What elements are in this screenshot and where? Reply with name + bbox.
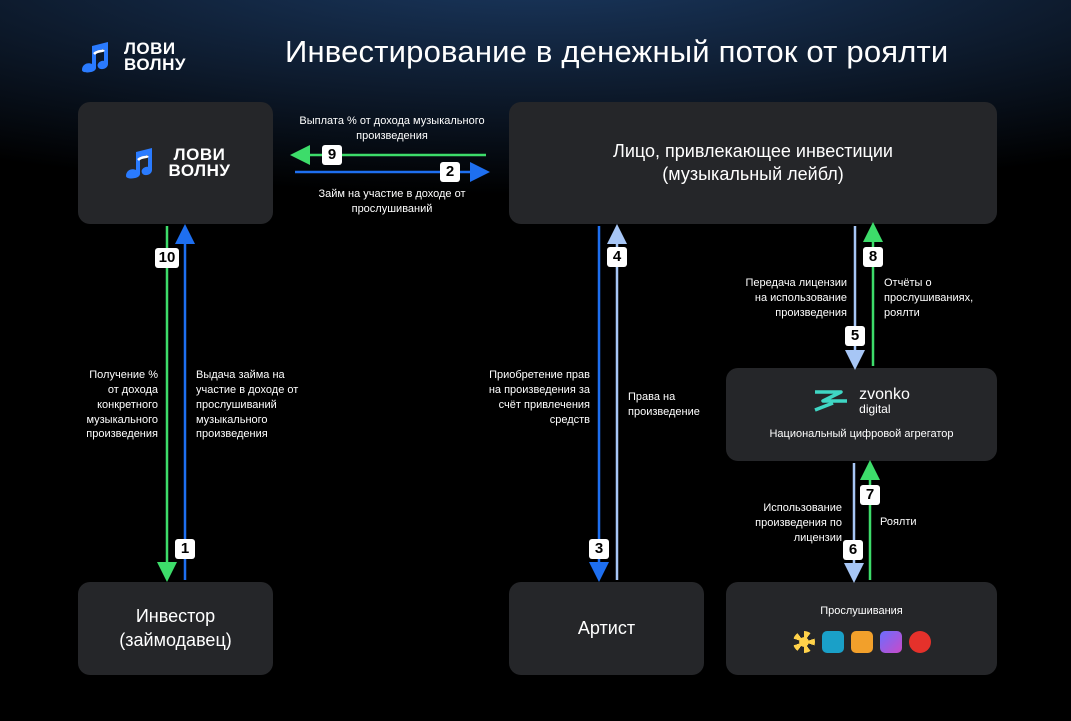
- step-2: 2: [440, 162, 460, 182]
- step-4: 4: [607, 247, 627, 267]
- logo-line1: ЛОВИ: [124, 38, 176, 58]
- wave-note-icon: [82, 42, 108, 73]
- logo-line2: ВОЛНУ: [168, 161, 231, 180]
- step-1: 1: [175, 539, 195, 559]
- lovi-volnu-box: ЛОВИ ВОЛНУ: [78, 102, 273, 224]
- step-7: 7: [860, 485, 880, 505]
- zvonko-line1: zvonko: [859, 386, 910, 404]
- services-row: [792, 630, 931, 653]
- step-9: 9: [322, 145, 342, 165]
- artist-box: Артист: [509, 582, 704, 675]
- step-6: 6: [843, 540, 863, 560]
- label-entity-text: Лицо, привлекающее инвестиции (музыкальн…: [613, 140, 893, 184]
- caption-7: Роялти: [880, 516, 917, 528]
- vk-music-icon: [821, 630, 844, 653]
- caption-2: Займ на участие в доходе от прослушивани…: [318, 188, 466, 215]
- caption-10: Получение % от дохода конкретного музыка…: [86, 369, 158, 441]
- aggregator-box: zvonko digital Национальный цифровой агр…: [726, 368, 997, 461]
- page-title: Инвестирование в денежный поток от роялт…: [285, 34, 949, 69]
- step-8: 8: [863, 247, 883, 267]
- investor-box: Инвестор (займодавец): [78, 582, 273, 675]
- yandex-music-icon: [792, 630, 815, 653]
- caption-8: Отчёты о прослушиваниях, роялти: [884, 277, 974, 319]
- step-5: 5: [845, 326, 865, 346]
- investor-text: Инвестор (займодавец): [119, 606, 232, 650]
- lovi-volnu-logo: ЛОВИ ВОЛНУ: [121, 146, 231, 180]
- youtube-music-icon: [908, 630, 931, 653]
- listening-text: Прослушивания: [820, 605, 903, 618]
- caption-9: Выплата % от дохода музыкального произве…: [299, 115, 485, 142]
- brand-logo: ЛОВИ ВОЛНУ: [78, 40, 186, 74]
- logo-line1: ЛОВИ: [173, 144, 226, 164]
- caption-3: Приобретение прав на произведения за счё…: [488, 369, 590, 426]
- aggregator-caption: Национальный цифровой агрегатор: [769, 428, 954, 441]
- caption-1: Выдача займа на участие в доходе от прос…: [196, 369, 299, 441]
- zvonko-logo: zvonko digital: [813, 387, 910, 415]
- caption-5: Передача лицензии на использование произ…: [745, 277, 847, 319]
- ok-icon: [850, 630, 873, 653]
- caption-4: Права на произведение: [628, 391, 700, 418]
- artist-text: Артист: [577, 617, 636, 638]
- step-10: 10: [155, 248, 179, 268]
- zvonko-icon: [814, 390, 848, 412]
- logo-line2: ВОЛНУ: [124, 55, 186, 74]
- label-entity-box: Лицо, привлекающее инвестиции (музыкальн…: [509, 102, 997, 224]
- zvonko-line2: digital: [859, 402, 891, 417]
- caption-6: Использование произведения по лицензии: [755, 502, 842, 544]
- step-3: 3: [589, 539, 609, 559]
- sber-zvuk-icon: [879, 630, 902, 653]
- wave-note-icon: [125, 148, 152, 179]
- listening-box: Прослушивания: [726, 582, 997, 675]
